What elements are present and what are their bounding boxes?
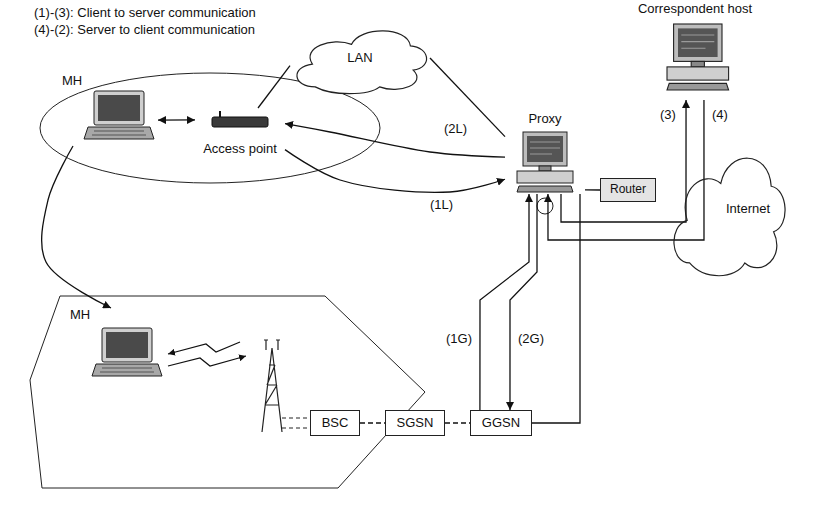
monitor-screen — [678, 28, 718, 57]
path-label: (3) — [658, 108, 678, 123]
node-label: Correspondent host — [638, 2, 752, 17]
access-point-antenna — [219, 111, 221, 117]
laptop-lid — [102, 328, 152, 362]
monitor — [523, 132, 567, 166]
laptop-icon — [84, 91, 154, 139]
connector — [532, 194, 580, 423]
mobile-host: MH — [66, 308, 166, 384]
connector — [258, 66, 290, 108]
keyboard — [667, 83, 729, 90]
connector-label-box: (4) — [710, 108, 730, 123]
mobile-host: MH — [58, 74, 158, 146]
path-label: (1G) — [444, 332, 474, 347]
connector — [510, 194, 537, 410]
gprs-cell — [30, 296, 425, 488]
node-label: Access point — [203, 142, 277, 157]
laptop-base — [92, 364, 162, 376]
base-station-tower — [262, 340, 282, 432]
keyboard — [517, 186, 573, 192]
monitor-screen — [527, 136, 563, 162]
access-point: Access point — [195, 108, 285, 160]
connector-label-box: (2G) — [516, 332, 546, 347]
laptop-base — [84, 127, 154, 139]
monitor-stand — [539, 166, 551, 171]
connector — [42, 146, 111, 308]
radio-link — [168, 342, 240, 354]
note-box: (1)-(3): Client to server communication (… — [34, 6, 256, 40]
connector-label-box: (1G) — [444, 332, 474, 347]
node-label: Internet — [726, 202, 770, 217]
laptop-screen — [98, 95, 140, 121]
network-node-box: SGSN — [385, 410, 445, 436]
computer-case — [517, 171, 573, 183]
radio-link — [168, 356, 246, 366]
host-computer: Correspondent host — [625, 2, 765, 100]
laptop-keys — [92, 131, 146, 135]
network-node-box: BSC — [310, 410, 360, 436]
path-label: (4) — [710, 108, 730, 123]
monitor-stand — [691, 61, 704, 67]
node-label: Router — [610, 183, 646, 197]
connector — [445, 422, 470, 423]
router-box: Router — [600, 178, 656, 202]
screen-lines — [681, 35, 714, 48]
connector — [548, 100, 704, 240]
path-label: (2L) — [442, 122, 469, 137]
note-text: (1)-(3): Client to server communication — [34, 6, 256, 21]
access-point-icon — [212, 111, 268, 127]
node-label: Proxy — [528, 112, 561, 127]
laptop-keys — [100, 368, 154, 372]
path-label: (1L) — [428, 198, 455, 213]
connector — [480, 194, 529, 410]
connector — [158, 119, 195, 120]
connector — [430, 58, 505, 137]
node-label: GGSN — [482, 416, 520, 431]
network-node-box: GGSN — [470, 410, 532, 436]
proxy-computer: Proxy — [505, 112, 585, 194]
tower-lattice — [262, 348, 282, 432]
internet-cloud: Internet — [668, 138, 788, 280]
connector — [360, 422, 385, 423]
junction-circle — [537, 198, 553, 214]
access-point-body — [212, 117, 268, 127]
laptop-icon — [92, 328, 162, 376]
computer-icon — [667, 24, 729, 90]
node-label: SGSN — [397, 416, 434, 431]
tower-link — [282, 418, 310, 428]
lan-cloud: LAN — [290, 20, 430, 96]
node-label: BSC — [322, 416, 349, 431]
cloud-shape — [297, 31, 427, 94]
connector-label-box: (3) — [658, 108, 678, 123]
node-label: LAN — [347, 51, 372, 66]
laptop-screen — [106, 332, 148, 358]
computer-case — [667, 67, 729, 80]
path-label: (2G) — [516, 332, 546, 347]
connector-label-box: (2L) — [442, 122, 469, 137]
cloud-shape — [674, 158, 785, 276]
tower-antenna — [264, 340, 280, 350]
connector — [285, 124, 505, 158]
screen-lines — [530, 142, 560, 154]
laptop-lid — [94, 91, 144, 125]
node-label: MH — [70, 308, 90, 323]
connector — [585, 189, 600, 190]
note-text: (4)-(2): Server to client communication — [34, 23, 256, 38]
node-label: MH — [62, 74, 82, 89]
computer-icon — [517, 132, 573, 192]
monitor — [674, 24, 722, 61]
connector-label-box: (1L) — [428, 198, 455, 213]
